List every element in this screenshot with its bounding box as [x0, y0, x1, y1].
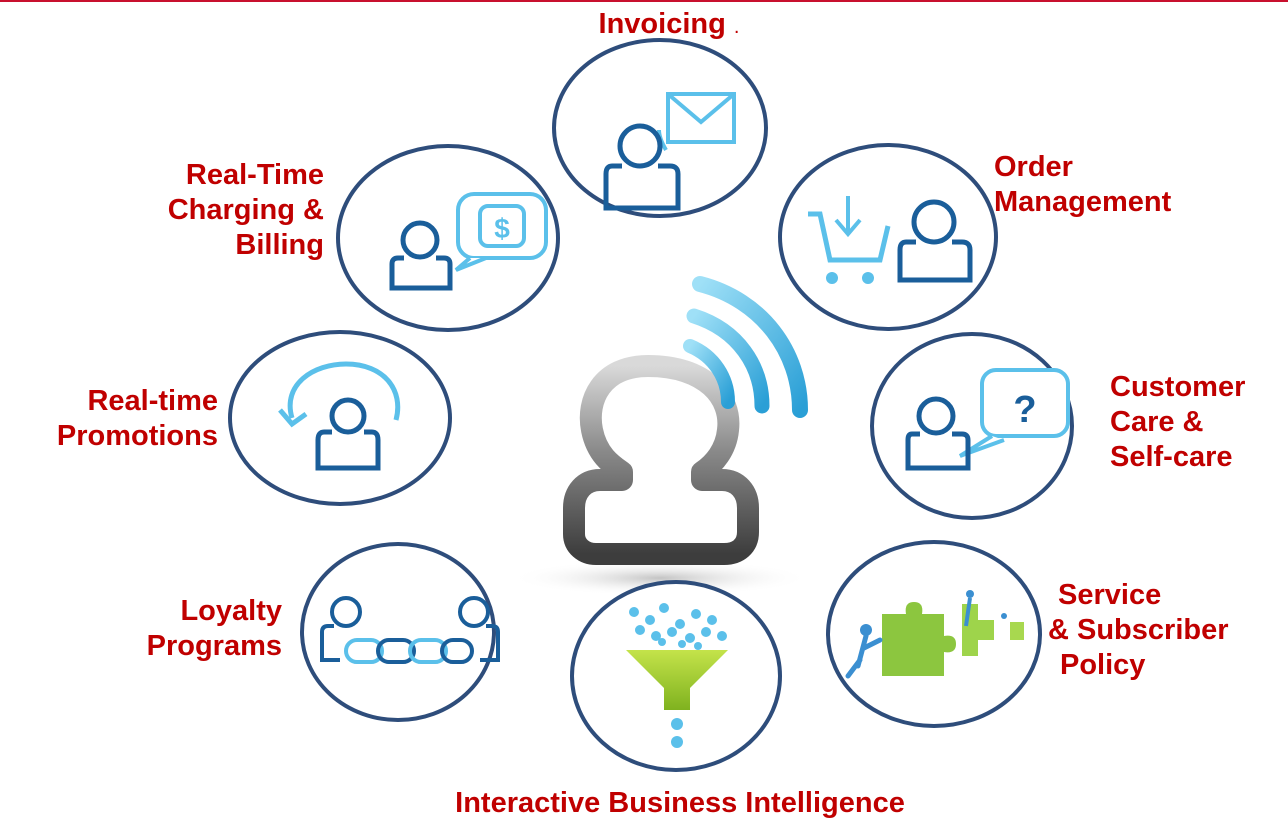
loyalty-node — [300, 542, 500, 722]
label-line: & Subscriber — [1048, 614, 1229, 646]
label-line: Promotions — [56, 420, 218, 452]
invoicing-label-line: Invoicing — [598, 8, 726, 40]
invoicing-label: Invoicing . — [560, 7, 778, 45]
puzzle-people-icon — [845, 590, 1024, 679]
charging-node: $ — [336, 144, 560, 332]
label-line: Care & — [1110, 406, 1204, 438]
svg-text:?: ? — [1013, 389, 1036, 431]
label-line: Programs — [146, 630, 282, 662]
connected-user-icon — [510, 276, 810, 596]
label-line: Management — [994, 186, 1172, 218]
label-line: Loyalty — [180, 595, 282, 627]
business-intelligence-label: Interactive Business Intelligence — [360, 786, 1000, 821]
user-question-icon: ? — [905, 368, 1070, 471]
user-envelope-icon — [603, 92, 736, 211]
label-line: Service — [1058, 579, 1162, 611]
chained-users-icon — [320, 596, 500, 664]
order-management-node — [778, 143, 998, 331]
label-line: Self-care — [1110, 441, 1233, 473]
label-line: Charging & — [167, 194, 324, 226]
top-rule — [0, 0, 1288, 2]
promotions-node — [228, 330, 452, 506]
loyalty-label: Loyalty Programs — [60, 594, 282, 664]
label-line: Billing — [235, 229, 324, 261]
user-dollar-icon: $ — [389, 192, 548, 291]
service-policy-label: Service & Subscriber Policy — [1048, 578, 1229, 683]
user-cycle-icon — [278, 361, 401, 471]
label-line: Interactive Business Intelligence — [455, 787, 905, 819]
label-line: Policy — [1060, 649, 1146, 681]
order-management-circle — [778, 143, 998, 331]
business-intelligence-node — [570, 580, 782, 772]
invoicing-node — [552, 38, 768, 218]
cart-user-icon — [808, 196, 973, 284]
service-policy-node — [826, 540, 1042, 728]
label-line: Customer — [1110, 371, 1246, 403]
charging-label: Real-Time Charging & Billing — [90, 158, 324, 263]
funnel-icon — [626, 603, 728, 748]
loyalty-circle — [300, 542, 496, 722]
svg-text:$: $ — [494, 213, 510, 244]
promotions-label: Real-time Promotions — [0, 384, 218, 454]
order-management-label: Order Management — [994, 150, 1171, 220]
invoicing-trailing-dot: . — [733, 16, 740, 38]
label-line: Real-time — [87, 385, 218, 417]
label-line: Order — [994, 151, 1073, 183]
label-line: Real-Time — [185, 159, 324, 191]
customer-care-label: Customer Care & Self-care — [1110, 370, 1245, 475]
customer-care-node: ? — [870, 332, 1074, 520]
